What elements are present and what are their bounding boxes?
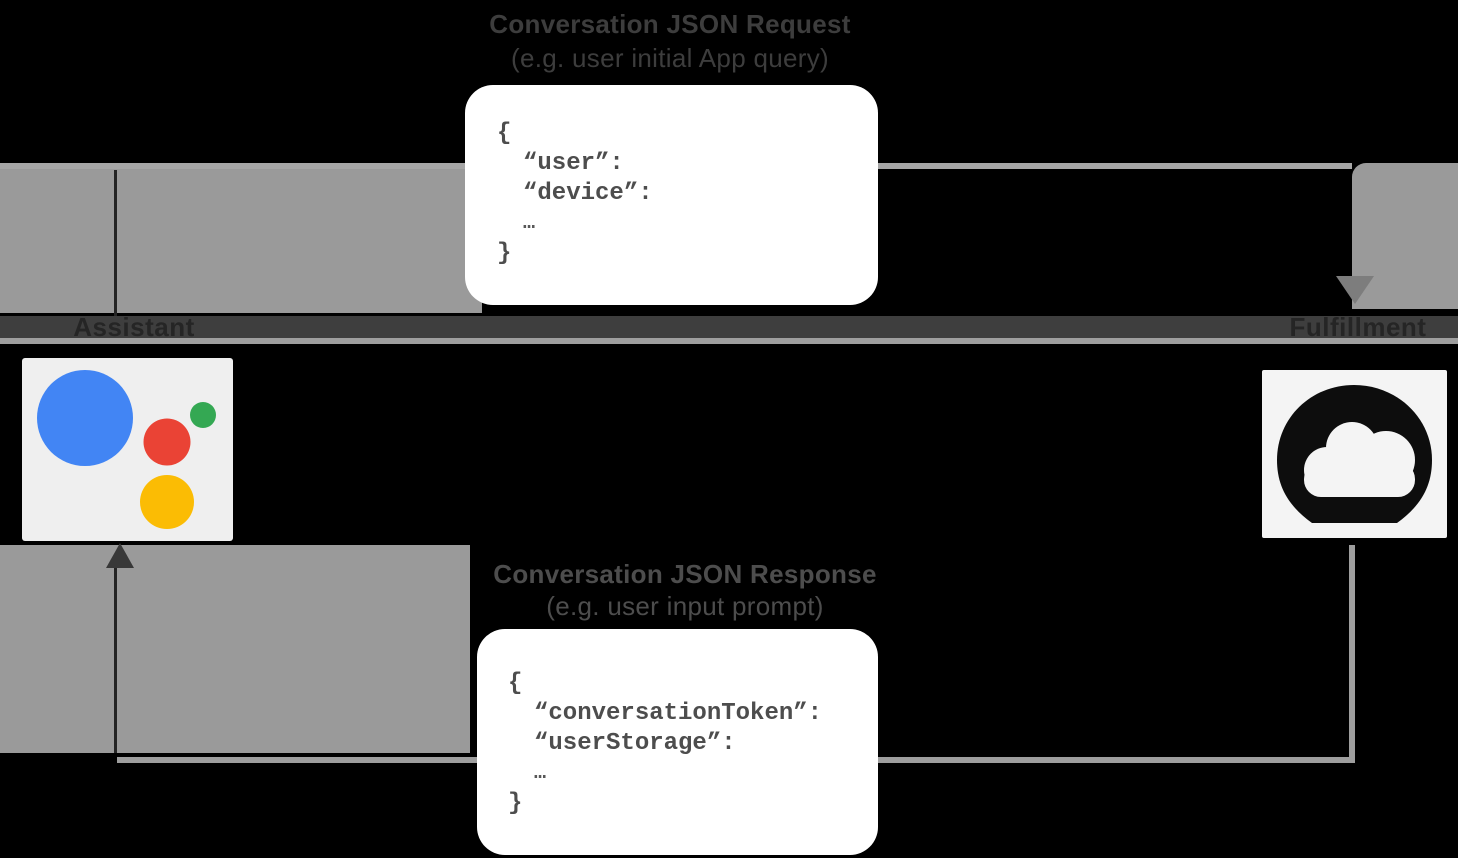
request-arrowhead-icon	[1336, 276, 1374, 304]
code-line: }	[508, 790, 523, 817]
assistant-label: Assistant	[73, 312, 195, 342]
request-json-box: { “user”: “device”: … }	[465, 85, 878, 305]
fulfillment-label: Fulfillment	[1289, 312, 1427, 342]
actor-label-band	[0, 316, 1458, 338]
gray-block-top-left	[0, 166, 482, 313]
code-line: {	[497, 120, 512, 147]
response-json-box: { “conversationToken”: “userStorage”: … …	[477, 629, 878, 855]
response-label-subtitle: (e.g. user input prompt)	[546, 591, 824, 621]
code-line-conversation-token: “conversationToken”:	[534, 700, 823, 727]
code-line-ellipsis: …	[523, 212, 536, 235]
request-json-code: { “user”: “device”: … }	[497, 119, 868, 269]
code-line-user-storage: “userStorage”:	[534, 730, 736, 757]
code-line: }	[497, 240, 512, 267]
code-line: {	[508, 670, 523, 697]
response-arrowhead-icon	[106, 543, 134, 568]
code-line-device: “device”:	[523, 180, 653, 207]
response-json-code: { “conversationToken”: “userStorage”: … …	[508, 669, 868, 819]
code-line-ellipsis: …	[534, 762, 547, 785]
request-label-title: Conversation JSON Request	[489, 9, 851, 39]
request-arrow-shaft	[114, 170, 117, 316]
google-assistant-logo-icon	[22, 358, 233, 541]
response-label-title: Conversation JSON Response	[493, 559, 877, 589]
code-line-user: “user”:	[523, 150, 624, 177]
response-arrow-vertical-line	[1349, 545, 1355, 763]
cloud-icon	[1262, 370, 1447, 538]
response-arrow-shaft	[114, 568, 117, 753]
gray-block-bottom-left	[0, 545, 470, 753]
request-label-subtitle: (e.g. user initial App query)	[511, 43, 829, 73]
actor-label-band-underline	[0, 338, 1458, 344]
